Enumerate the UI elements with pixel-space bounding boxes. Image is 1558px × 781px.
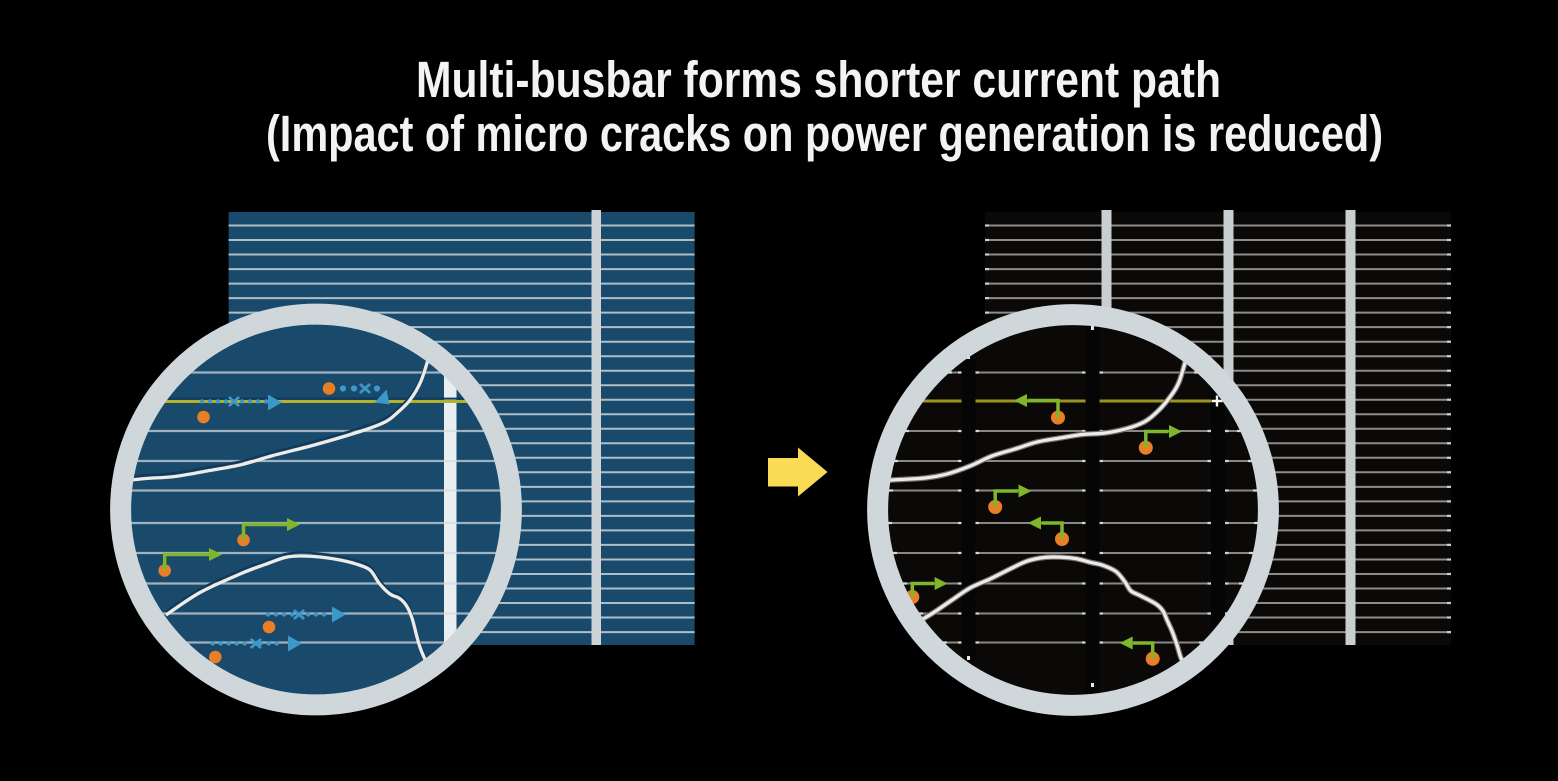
svg-text:Multi-busbar forms shorter cur: Multi-busbar forms shorter current path	[416, 51, 1221, 108]
svg-text:(Impact of micro cracks on pow: (Impact of micro cracks on power generat…	[266, 105, 1383, 162]
